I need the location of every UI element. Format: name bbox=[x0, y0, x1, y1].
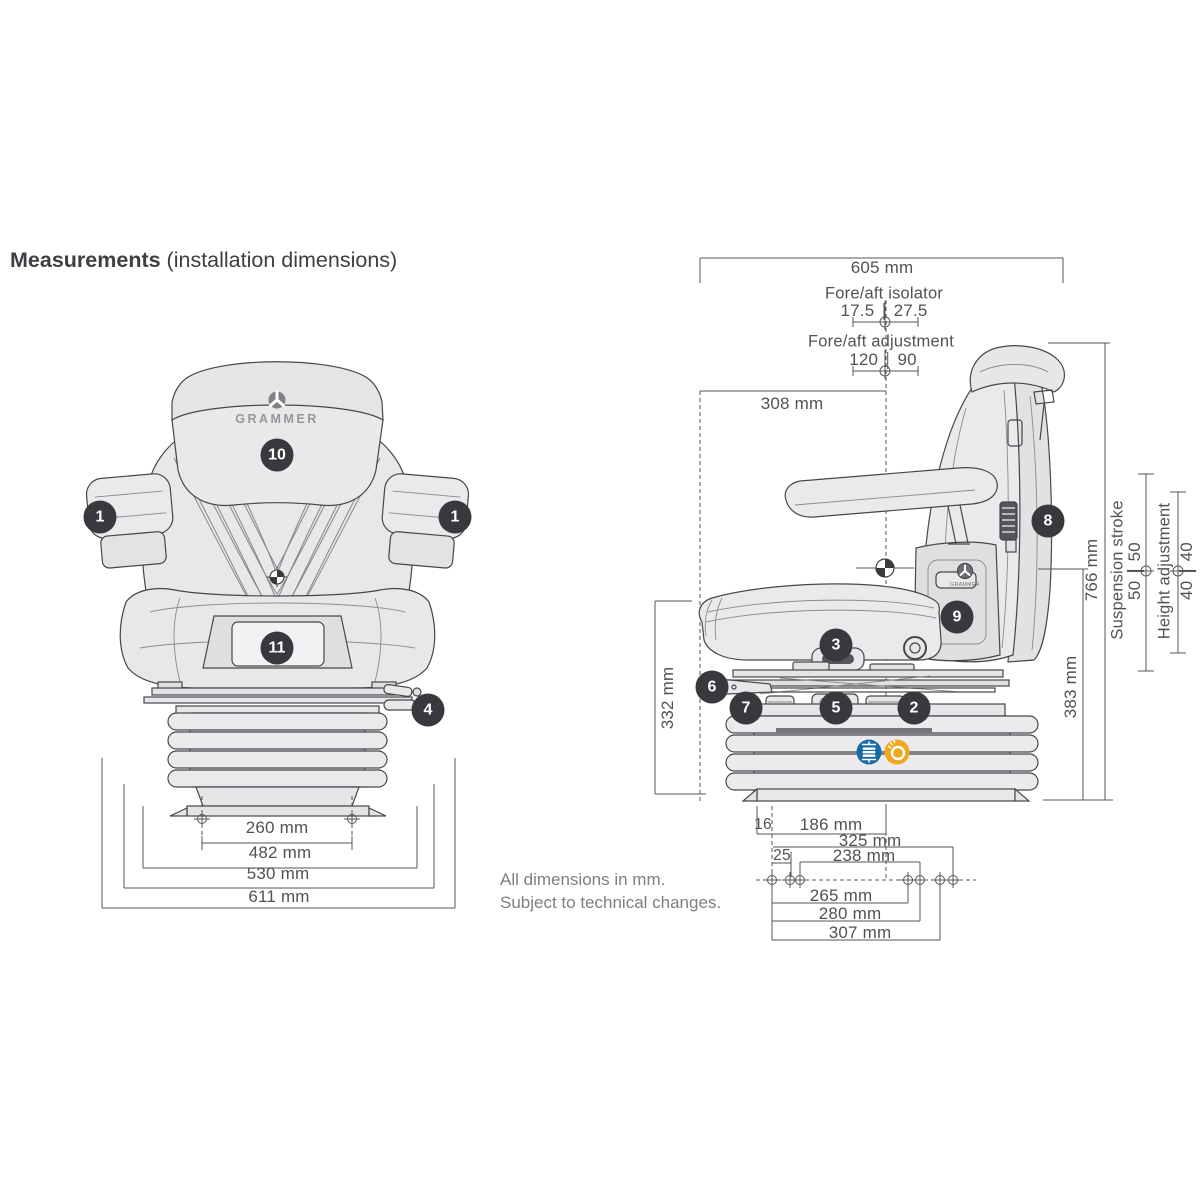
callout-seat-handle: 3 bbox=[819, 628, 853, 662]
values-suspension-stroke: 50 50 bbox=[1125, 542, 1145, 600]
front-bellows bbox=[167, 712, 388, 788]
side-bellows bbox=[725, 715, 1039, 791]
footnote-line2: Subject to technical changes. bbox=[500, 892, 722, 912]
dim-325: 325 mm bbox=[838, 831, 902, 850]
dim-605: 605 mm bbox=[850, 258, 914, 277]
callout-backrest-panel: 9 bbox=[940, 600, 974, 634]
front-dimension-lines bbox=[101, 758, 456, 909]
svg-text:GRAMMER: GRAMMER bbox=[950, 582, 980, 588]
page-title-suffix: (installation dimensions) bbox=[160, 248, 398, 272]
callout-backrest: 10 bbox=[260, 438, 294, 472]
label-height-adjustment: Height adjustment bbox=[1155, 502, 1174, 640]
divider bbox=[887, 351, 889, 369]
callout-fore-aft-lever: 6 bbox=[695, 670, 729, 704]
label-fore-aft-adjustment: Fore/aft adjustment bbox=[808, 332, 954, 351]
callout-rear-lower: 2 bbox=[897, 691, 931, 725]
values-height-adjustment: 40 40 bbox=[1177, 542, 1197, 600]
dim-186: 186 mm bbox=[799, 815, 863, 834]
front-seat-drawing bbox=[85, 361, 470, 817]
label-fore-aft-isolator: Fore/aft isolator bbox=[824, 284, 944, 303]
height-left-value: 40 bbox=[1177, 580, 1196, 600]
footnote: All dimensions in mm. Subject to technic… bbox=[500, 869, 721, 914]
divider bbox=[883, 302, 885, 320]
callout-front-lower: 7 bbox=[729, 691, 763, 725]
divider bbox=[1178, 570, 1196, 572]
grammer-logo-front bbox=[268, 390, 286, 409]
armrest-side bbox=[784, 467, 998, 545]
page-title: Measurements (installation dimensions) bbox=[10, 248, 397, 273]
grammer-wordmark: GRAMMER bbox=[235, 412, 318, 426]
height-right-value: 40 bbox=[1177, 542, 1196, 562]
isolator-right-value: 27.5 bbox=[893, 301, 928, 320]
dim-332: 332 mm bbox=[658, 666, 677, 730]
dim-260: 260 mm bbox=[245, 818, 309, 837]
divider bbox=[1126, 570, 1144, 572]
footnote-line1: All dimensions in mm. bbox=[500, 870, 666, 889]
callout-armrest-left: 1 bbox=[83, 500, 117, 534]
side-seat-drawing: GRAMMER bbox=[698, 300, 1065, 880]
values-fore-aft-isolator: 17.5 27.5 bbox=[840, 301, 927, 321]
dim-383: 383 mm bbox=[1061, 655, 1080, 719]
callout-center-lower: 5 bbox=[819, 691, 853, 725]
callout-backrest-knob: 8 bbox=[1031, 504, 1065, 538]
stroke-left-value: 50 bbox=[1125, 580, 1144, 600]
dim-766: 766 mm bbox=[1082, 538, 1101, 602]
dim-307: 307 mm bbox=[828, 923, 892, 942]
rotary-knob-icon bbox=[884, 739, 910, 765]
dim-482: 482 mm bbox=[248, 843, 312, 862]
dim-238: 238 mm bbox=[832, 846, 896, 865]
dim-530: 530 mm bbox=[246, 864, 310, 883]
air-suspension-icon bbox=[856, 739, 882, 765]
adjustment-right-value: 90 bbox=[897, 350, 917, 369]
callout-side-lever: 4 bbox=[411, 693, 445, 727]
page-title-main: Measurements bbox=[10, 248, 161, 272]
callout-front-panel: 11 bbox=[260, 631, 294, 665]
dim-265: 265 mm bbox=[809, 886, 873, 905]
cog-marker-front bbox=[267, 567, 287, 587]
dim-308: 308 mm bbox=[760, 394, 824, 413]
isolator-left-value: 17.5 bbox=[840, 301, 875, 320]
values-fore-aft-adjustment: 120 90 bbox=[849, 350, 917, 370]
stroke-right-value: 50 bbox=[1125, 542, 1144, 562]
adjustment-left-value: 120 bbox=[849, 350, 879, 369]
grammer-logo-side: GRAMMER bbox=[950, 562, 980, 588]
callout-armrest-right: 1 bbox=[438, 500, 472, 534]
dim-25: 25 bbox=[773, 847, 791, 864]
lumbar-knob bbox=[999, 501, 1018, 553]
dim-280: 280 mm bbox=[818, 904, 882, 923]
dim-16: 16 bbox=[754, 816, 772, 833]
dim-611: 611 mm bbox=[248, 887, 310, 906]
cog-marker-side bbox=[856, 558, 914, 578]
side-dimension-lines bbox=[654, 257, 1186, 941]
